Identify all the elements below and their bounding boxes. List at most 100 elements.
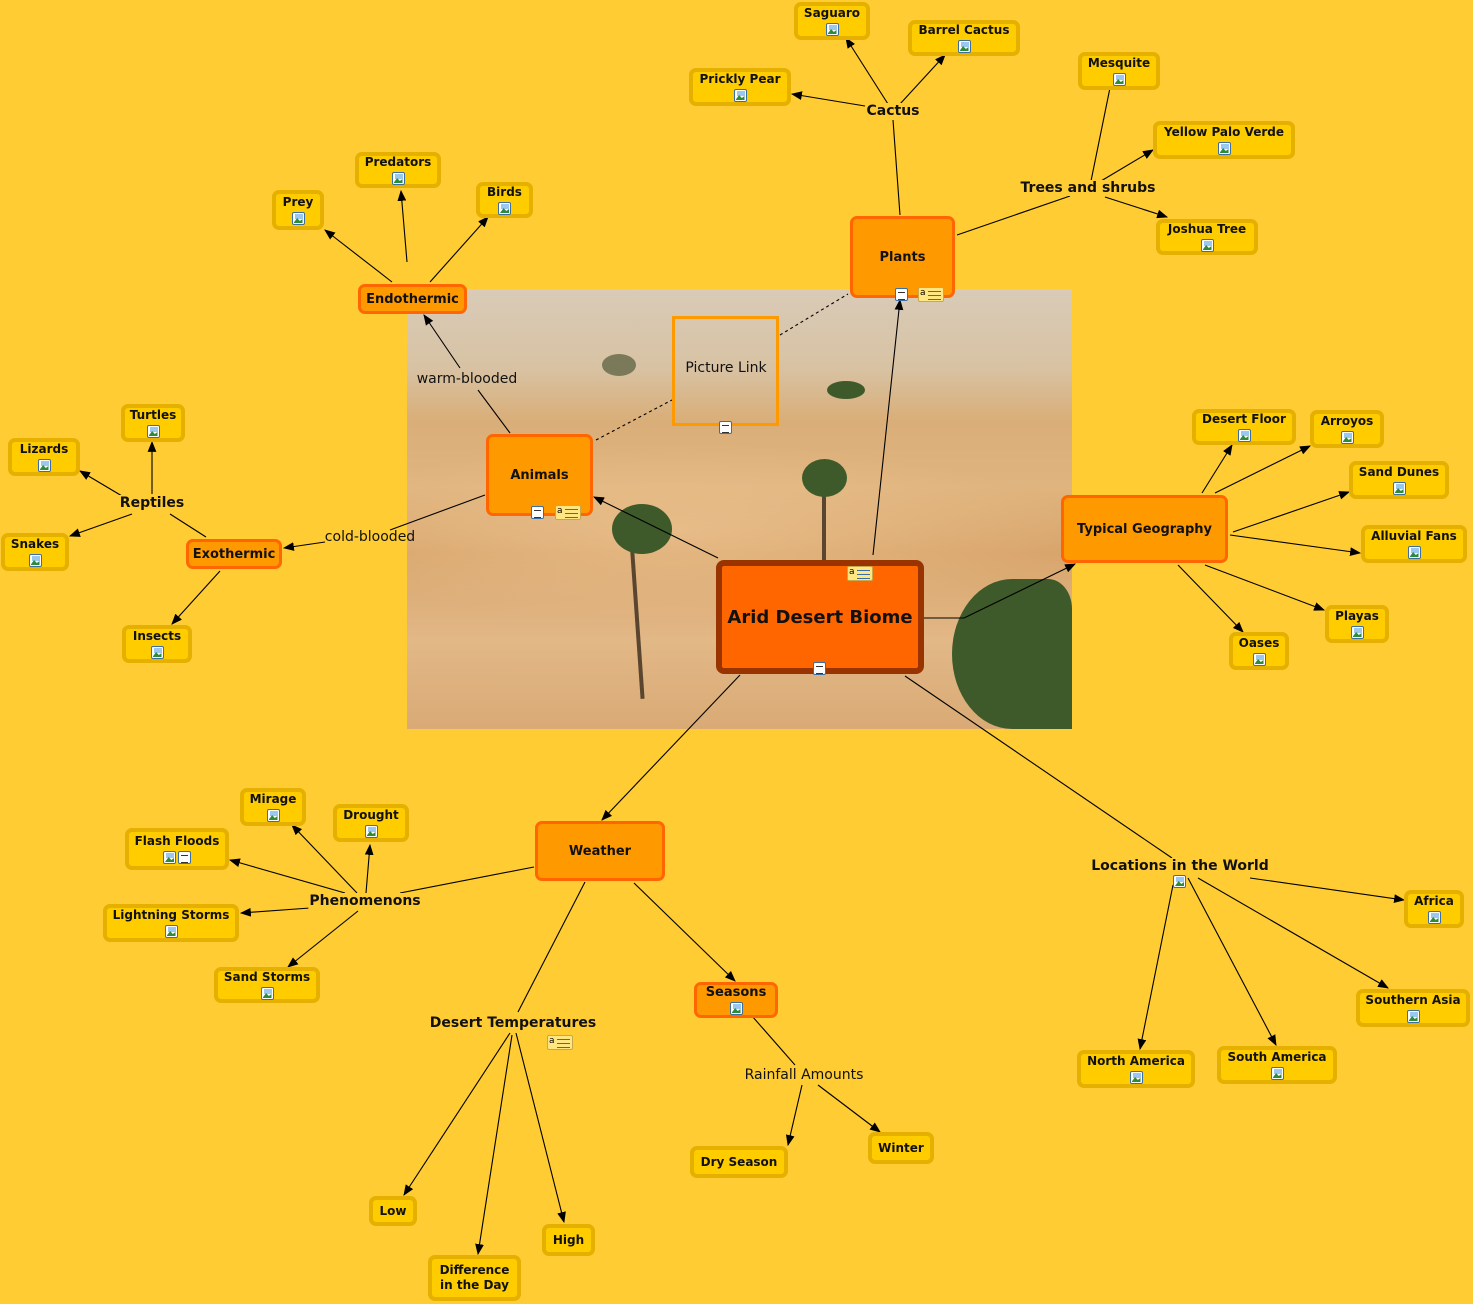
image-resource-icon[interactable] bbox=[37, 459, 51, 472]
concept-mesquite[interactable]: Mesquite bbox=[1078, 52, 1160, 90]
image-resource-icon[interactable] bbox=[1270, 1067, 1284, 1080]
image-resource-icon[interactable] bbox=[291, 212, 305, 225]
connection-line bbox=[845, 37, 889, 105]
concept-difference-in-the-day[interactable]: Difference in the Day bbox=[428, 1255, 521, 1301]
image-resource-icon[interactable] bbox=[1112, 73, 1126, 86]
concept-weather[interactable]: Weather bbox=[535, 821, 665, 881]
image-resource-icon[interactable] bbox=[1340, 431, 1354, 444]
linking-phrase-trees-and-shrubs[interactable]: Trees and shrubs bbox=[1019, 180, 1157, 196]
document-resource-icon[interactable] bbox=[531, 506, 544, 519]
linking-phrase-warm-blooded[interactable]: warm-blooded bbox=[416, 371, 518, 387]
image-resource-icon[interactable] bbox=[146, 425, 160, 438]
image-resource-icon[interactable] bbox=[28, 554, 42, 567]
resource-icons bbox=[1217, 142, 1231, 155]
concept-birds[interactable]: Birds bbox=[476, 182, 533, 218]
concept-desert-floor[interactable]: Desert Floor bbox=[1192, 409, 1296, 445]
palm-cluster bbox=[952, 579, 1072, 729]
document-resource-icon[interactable] bbox=[813, 662, 826, 675]
image-resource-icon[interactable] bbox=[391, 172, 405, 185]
concept-north-america[interactable]: North America bbox=[1077, 1050, 1195, 1088]
document-resource-icon[interactable] bbox=[895, 288, 908, 301]
image-resource-icon[interactable] bbox=[1406, 1010, 1420, 1023]
image-resource-icon[interactable] bbox=[1217, 142, 1231, 155]
concept-sand-storms[interactable]: Sand Storms bbox=[214, 967, 320, 1003]
image-resource-icon[interactable] bbox=[825, 23, 839, 36]
linking-phrase-cactus[interactable]: Cactus bbox=[865, 103, 921, 119]
concept-endothermic[interactable]: Endothermic bbox=[358, 284, 467, 314]
concept-lightning-storms[interactable]: Lightning Storms bbox=[103, 904, 239, 942]
concept-oases[interactable]: Oases bbox=[1229, 632, 1289, 670]
connection-line bbox=[1090, 76, 1115, 182]
concept-yellow-palo-verde[interactable]: Yellow Palo Verde bbox=[1153, 121, 1295, 159]
concept-africa[interactable]: Africa bbox=[1404, 890, 1464, 928]
concept-playas[interactable]: Playas bbox=[1325, 605, 1389, 643]
image-resource-icon[interactable] bbox=[163, 851, 176, 864]
linking-phrase-desert-temperatures[interactable]: Desert Temperatures bbox=[428, 1015, 598, 1031]
connection-line bbox=[595, 399, 673, 441]
annotation-icon[interactable]: a bbox=[555, 505, 581, 520]
image-resource-icon[interactable] bbox=[498, 202, 511, 215]
annotation-icon[interactable]: a bbox=[918, 287, 944, 302]
image-resource-icon[interactable] bbox=[164, 925, 178, 938]
concept-mirage[interactable]: Mirage bbox=[240, 788, 306, 826]
image-resource-icon[interactable] bbox=[150, 646, 164, 659]
concept-barrel-cactus[interactable]: Barrel Cactus bbox=[908, 20, 1020, 56]
resource-icons bbox=[1350, 626, 1364, 639]
concept-dry-season[interactable]: Dry Season bbox=[690, 1146, 788, 1178]
concept-prey[interactable]: Prey bbox=[272, 190, 324, 230]
image-resource-icon[interactable] bbox=[1392, 482, 1406, 495]
linking-phrase-rainfall-amounts[interactable]: Rainfall Amounts bbox=[743, 1067, 865, 1083]
concept-animals[interactable]: Animals bbox=[486, 434, 593, 516]
concept-exothermic[interactable]: Exothermic bbox=[186, 539, 282, 569]
document-resource-icon[interactable] bbox=[719, 421, 732, 434]
image-resource-icon[interactable] bbox=[729, 1002, 743, 1015]
image-resource-icon[interactable] bbox=[364, 825, 378, 838]
concept-winter[interactable]: Winter bbox=[868, 1132, 934, 1164]
concept-sand-dunes[interactable]: Sand Dunes bbox=[1349, 461, 1449, 499]
concept-lizards[interactable]: Lizards bbox=[8, 438, 80, 476]
image-resource-icon[interactable] bbox=[1129, 1071, 1143, 1084]
concept-drought[interactable]: Drought bbox=[333, 804, 409, 842]
concept-low[interactable]: Low bbox=[369, 1196, 417, 1226]
concept-turtles[interactable]: Turtles bbox=[121, 404, 185, 442]
concept-arroyos[interactable]: Arroyos bbox=[1310, 410, 1384, 448]
palm-trunk bbox=[822, 489, 826, 569]
concept-south-america[interactable]: South America bbox=[1217, 1046, 1337, 1084]
concept-insects[interactable]: Insects bbox=[122, 625, 192, 663]
image-resource-icon[interactable] bbox=[1407, 546, 1421, 559]
connection-line bbox=[171, 570, 221, 625]
image-resource-icon[interactable] bbox=[1237, 429, 1251, 442]
concept-alluvial-fans[interactable]: Alluvial Fans bbox=[1361, 525, 1467, 563]
image-resource-icon[interactable] bbox=[733, 89, 747, 102]
connection-line bbox=[282, 541, 326, 551]
concept-saguaro[interactable]: Saguaro bbox=[794, 2, 870, 40]
concept-high[interactable]: High bbox=[542, 1224, 595, 1256]
image-resource-icon[interactable] bbox=[1173, 875, 1186, 888]
center-concept-node[interactable]: Arid Desert Biome bbox=[716, 560, 924, 674]
linking-phrase-reptiles[interactable]: Reptiles bbox=[118, 495, 186, 511]
concept-seasons[interactable]: Seasons bbox=[694, 982, 778, 1018]
image-resource-icon[interactable] bbox=[1252, 653, 1266, 666]
concept-joshua-tree[interactable]: Joshua Tree bbox=[1156, 219, 1258, 255]
document-resource-icon[interactable] bbox=[178, 851, 191, 864]
linking-phrase-locations-in-the-world[interactable]: Locations in the World bbox=[1090, 858, 1270, 874]
connection-line bbox=[79, 470, 123, 497]
concept-prickly-pear[interactable]: Prickly Pear bbox=[689, 68, 791, 106]
concept-typical-geography[interactable]: Typical Geography bbox=[1061, 495, 1228, 563]
concept-snakes[interactable]: Snakes bbox=[1, 533, 69, 571]
image-resource-icon[interactable] bbox=[957, 40, 971, 53]
image-resource-icon[interactable] bbox=[1200, 239, 1214, 252]
image-resource-icon[interactable] bbox=[1350, 626, 1364, 639]
annotation-icon[interactable]: a bbox=[847, 566, 873, 581]
image-resource-icon[interactable] bbox=[1427, 911, 1441, 924]
linking-phrase-phenomenons[interactable]: Phenomenons bbox=[308, 893, 422, 909]
concept-predators[interactable]: Predators bbox=[355, 152, 441, 188]
concept-plants[interactable]: Plants bbox=[850, 216, 955, 298]
concept-flash-floods[interactable]: Flash Floods bbox=[125, 828, 229, 870]
linking-phrase-picture-link[interactable]: Picture Link bbox=[685, 360, 767, 376]
image-resource-icon[interactable] bbox=[266, 809, 280, 822]
linking-phrase-cold-blooded[interactable]: cold-blooded bbox=[324, 529, 416, 545]
concept-southern-asia[interactable]: Southern Asia bbox=[1356, 989, 1470, 1027]
annotation-icon[interactable]: a bbox=[547, 1035, 573, 1050]
image-resource-icon[interactable] bbox=[260, 987, 274, 1000]
